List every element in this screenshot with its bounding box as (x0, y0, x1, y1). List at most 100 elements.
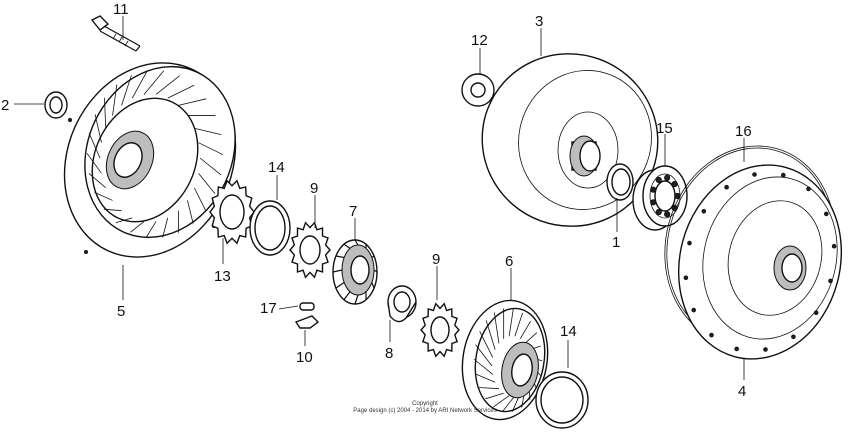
vane (94, 192, 113, 201)
bolt-hole (806, 186, 811, 192)
vane (121, 75, 132, 106)
fin (343, 243, 351, 249)
bolt-hole (752, 172, 757, 177)
callout-12: 12 (471, 32, 488, 49)
vane (479, 387, 499, 390)
callout-4: 4 (738, 383, 746, 400)
bolt-hole (683, 275, 689, 281)
impeller-part-5 (63, 62, 237, 258)
ball (655, 208, 662, 216)
ball (664, 174, 671, 181)
callout-11: 11 (113, 1, 129, 18)
callout-3: 3 (535, 13, 543, 30)
gear-plate-part-9-lower (420, 302, 460, 358)
vane (167, 84, 195, 99)
callout-15: 15 (656, 120, 673, 137)
vane (475, 373, 496, 383)
snap-ring-part-14-lower (535, 371, 589, 429)
stator-part-7 (332, 239, 378, 305)
sleeve-part-8 (387, 285, 417, 323)
vane (475, 344, 493, 367)
callout-10: 10 (296, 349, 313, 366)
fin (371, 255, 375, 258)
vane (104, 97, 107, 129)
vane (198, 142, 224, 156)
vane (94, 114, 102, 143)
gear-plate-part-9-upper (289, 221, 331, 279)
ball (650, 199, 657, 206)
callout-13: 13 (214, 268, 231, 285)
vane (508, 308, 514, 337)
vane (493, 312, 500, 344)
vane (479, 331, 494, 358)
vane (485, 320, 496, 350)
ball (655, 176, 662, 184)
fin (343, 291, 351, 301)
bolt-hole (701, 209, 707, 214)
vane (199, 157, 222, 176)
impeller-vanes (86, 70, 224, 238)
vane (187, 200, 194, 224)
vane (519, 320, 531, 339)
vane (162, 217, 169, 238)
callout-7: 7 (349, 203, 357, 220)
vane (112, 84, 118, 116)
callout-17: 17 (260, 300, 277, 317)
bolt-hole (781, 172, 786, 178)
callout-2: 2 (1, 97, 9, 114)
bolt-hole (734, 346, 740, 352)
bolt-hole (824, 211, 829, 217)
turbine-part-6 (461, 299, 549, 421)
callout-14-lower: 14 (560, 323, 577, 340)
bushing-part-2 (44, 91, 68, 119)
callout-6: 6 (505, 253, 513, 270)
housing-part-4 (677, 164, 843, 360)
bolt-hole (831, 243, 837, 249)
vane (493, 395, 510, 408)
callout-5: 5 (117, 303, 125, 320)
vane (524, 332, 538, 344)
vane (502, 395, 516, 412)
callout-labels: 2 11 5 12 3 1 15 16 4 6 7 9 14 13 9 8 17… (1, 1, 752, 400)
bolt-hole (691, 307, 697, 313)
vane (198, 173, 216, 194)
bolt-hole (763, 347, 768, 352)
callout-16: 16 (735, 123, 752, 140)
pin-part-17 (299, 302, 315, 311)
ball (664, 211, 671, 218)
bolt-hole (828, 278, 833, 284)
vane (145, 221, 157, 238)
fin (335, 255, 345, 259)
vane (155, 75, 180, 95)
copyright-line-1: Copyright (412, 401, 438, 407)
clip-part-10 (294, 315, 320, 329)
bolt-hole (724, 184, 729, 190)
plate-part-13 (209, 179, 255, 245)
callout-1: 1 (612, 234, 620, 251)
vane (473, 358, 494, 375)
fin (332, 269, 343, 273)
vane (178, 98, 207, 106)
vane (103, 208, 122, 212)
fin (335, 282, 345, 289)
fin (354, 239, 359, 246)
vane (194, 127, 222, 135)
vane (514, 312, 523, 337)
bolt-hole (709, 332, 714, 338)
leader-lines (14, 16, 745, 380)
vane (88, 133, 101, 159)
vane (485, 392, 504, 400)
vane (130, 221, 145, 233)
bolt-hole (813, 310, 819, 316)
callout-14-upper: 14 (268, 159, 285, 176)
bolt-part-11 (90, 15, 141, 52)
snap-ring-part-14-upper (249, 200, 291, 256)
bolt-hole (687, 240, 692, 246)
fin (371, 282, 375, 289)
copyright-line-2: Page design (c) 2004 - 2014 by ARI Netwo… (353, 408, 496, 414)
vane (143, 70, 165, 95)
ball (650, 186, 657, 193)
vane (131, 70, 148, 99)
callout-8: 8 (385, 345, 393, 362)
vane (88, 173, 106, 189)
